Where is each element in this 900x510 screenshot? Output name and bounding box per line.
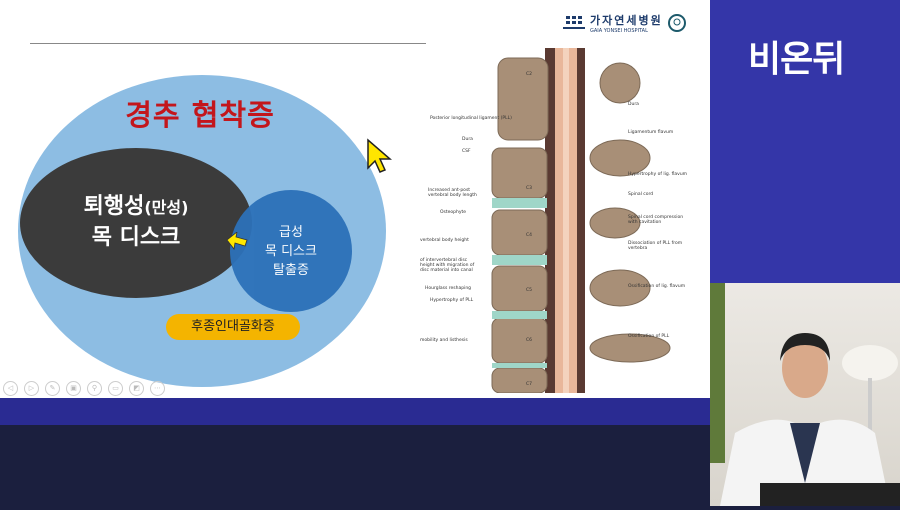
degenerative-disc-circle: 퇴행성(만성)목 디스크 — [20, 148, 252, 298]
opll-label: 후종인대골화증 — [166, 314, 300, 340]
brand-panel — [710, 0, 900, 283]
spine-illustration: Posterior longitudinal ligament (PLL) Du… — [420, 48, 700, 394]
slides-icon[interactable]: ▣ — [66, 381, 81, 396]
yellow-arrow-icon — [226, 232, 248, 250]
building-icon — [563, 16, 585, 29]
slideshow-controls: ◁ ▷ ✎ ▣ ⚲ ▭ ◩ ⋯ — [3, 381, 165, 396]
more-icon[interactable]: ⋯ — [150, 381, 165, 396]
slide-title: 경추 협착증 — [125, 98, 275, 132]
divider — [30, 43, 426, 44]
previous-icon[interactable]: ◁ — [3, 381, 18, 396]
pen-icon[interactable]: ✎ — [45, 381, 60, 396]
zoom-icon[interactable]: ⚲ — [87, 381, 102, 396]
hospital-emblem-icon — [667, 14, 686, 32]
mouse-cursor-icon — [367, 138, 392, 173]
presenter-video — [710, 283, 900, 506]
subtitles-icon[interactable]: ▭ — [108, 381, 123, 396]
next-icon[interactable]: ▷ — [24, 381, 39, 396]
lower-band — [0, 398, 710, 425]
brand-logo: 비온뒤 — [748, 39, 845, 80]
screen-icon[interactable]: ◩ — [129, 381, 144, 396]
